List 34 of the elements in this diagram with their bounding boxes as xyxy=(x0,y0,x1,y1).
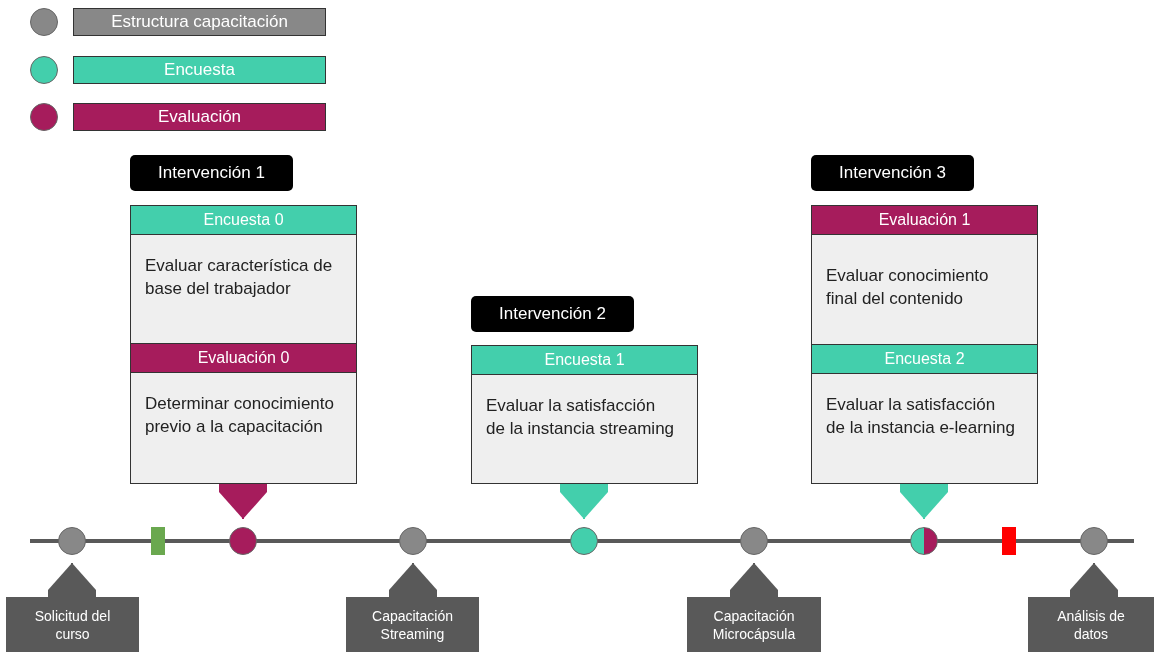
milestone-callout: Capacitación Streaming xyxy=(346,597,479,652)
legend-label: Evaluación xyxy=(73,103,326,131)
panel-description: Determinar conocimiento previo a la capacitación xyxy=(145,393,335,438)
intervention-tag: Intervención 3 xyxy=(811,155,974,191)
timeline-marker-bar xyxy=(151,527,165,555)
legend-label: Encuesta xyxy=(73,55,326,84)
legend-label: Estructura capacitación xyxy=(73,8,326,36)
milestone-callout: Solicitud del curso xyxy=(6,597,139,652)
milestone-callout: Capacitación Microcápsula xyxy=(687,597,821,652)
survey-panel xyxy=(471,345,698,484)
timeline-milestone-circle xyxy=(740,527,768,555)
intervention-tag: Intervención 2 xyxy=(471,296,634,332)
intervention-tag: Intervención 1 xyxy=(130,155,293,191)
panel-header: Evaluación 1 xyxy=(812,206,1037,235)
timeline-milestone-circle xyxy=(229,527,257,555)
panel-description: Evaluar la satisfacción de la instancia streaming xyxy=(486,395,676,440)
panel-header: Encuesta 1 xyxy=(472,346,697,375)
survey-panel xyxy=(130,205,357,344)
panel-description: Evaluar conocimiento final del contenido xyxy=(826,265,990,310)
panel-description: Evaluar la satisfacción de la instancia e-learning xyxy=(826,394,1016,439)
timeline-milestone-circle xyxy=(910,527,938,555)
timeline-milestone-circle xyxy=(1080,527,1108,555)
timeline-milestone-circle xyxy=(399,527,427,555)
panel-description: Evaluar característica de base del trabajador xyxy=(145,255,334,300)
milestone-callout: Análisis de datos xyxy=(1028,597,1154,652)
panel-header: Evaluación 0 xyxy=(131,344,356,373)
evaluation-panel xyxy=(130,343,357,484)
survey-panel xyxy=(811,344,1038,484)
panel-header: Encuesta 0 xyxy=(131,206,356,235)
timeline-marker-bar xyxy=(1002,527,1016,555)
evaluation-panel xyxy=(811,205,1038,345)
timeline-milestone-circle xyxy=(58,527,86,555)
timeline-milestone-circle xyxy=(570,527,598,555)
panel-header: Encuesta 2 xyxy=(812,345,1037,374)
